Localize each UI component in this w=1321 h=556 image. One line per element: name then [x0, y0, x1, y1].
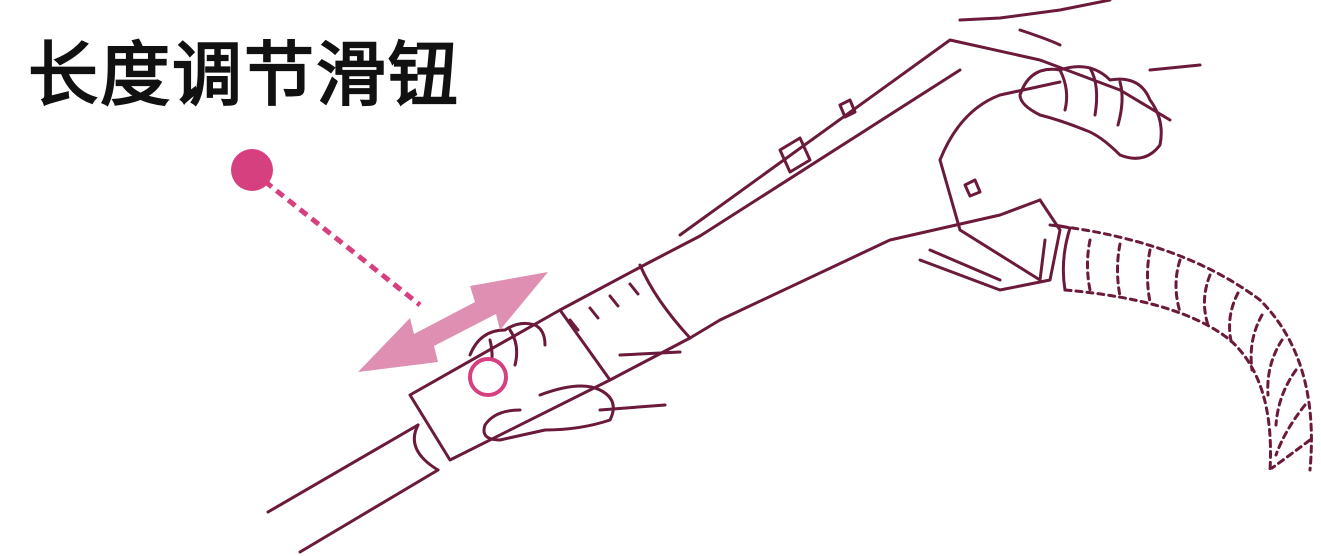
diagram-label: 长度调节滑钮 [28, 34, 460, 116]
telescopic-wand [266, 234, 722, 554]
length-adjust-slider-button [468, 357, 508, 397]
callout-dot [231, 149, 273, 191]
slider-callout [231, 149, 422, 307]
callout-leader-line [251, 170, 422, 307]
handle-body [678, 38, 1172, 322]
direction-double-arrow [358, 272, 548, 372]
flexible-hose [1048, 223, 1313, 472]
upper-hand [958, 0, 1202, 160]
